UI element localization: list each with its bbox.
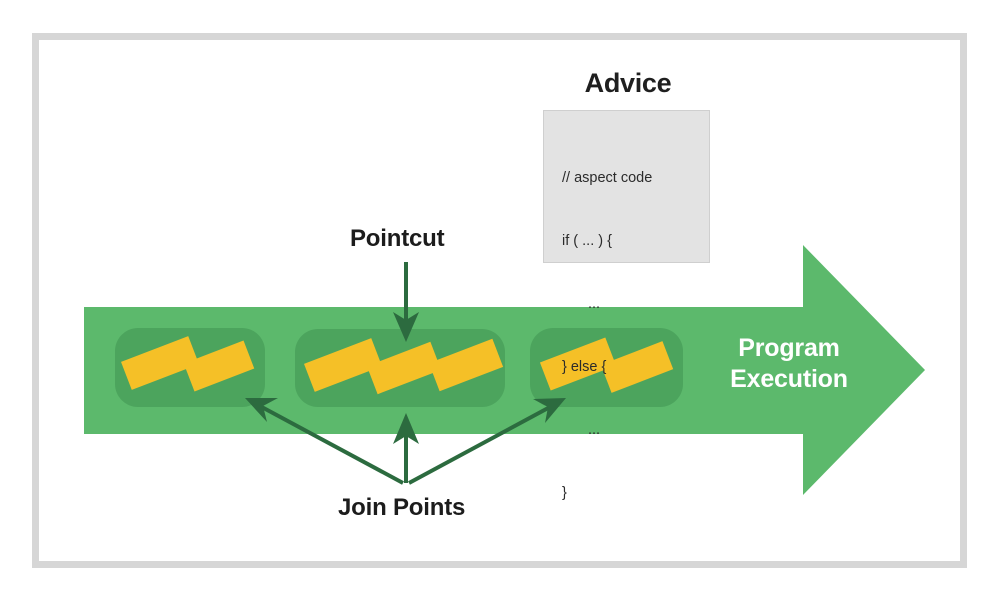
code-line-1: if ( ... ) { — [562, 233, 612, 249]
join-points-arrow-head-left — [245, 398, 278, 422]
code-line-3: } else { — [562, 359, 607, 375]
join-point-bar — [183, 340, 255, 392]
pointcut-arrow — [393, 262, 419, 342]
code-line-2: ... — [588, 296, 601, 312]
advice-heading: Advice — [584, 68, 672, 98]
join-point-bar — [304, 338, 382, 392]
advice-code-box: // aspect code if ( ... ) { ... } else {… — [543, 110, 710, 501]
program-execution-line-2: Execution — [730, 365, 848, 393]
join-points-arrow-head-right — [533, 398, 566, 423]
join-points-label: Join Points — [338, 494, 466, 521]
outer-frame-border — [32, 33, 967, 568]
join-points-arrows — [245, 398, 566, 485]
pointcut-label: Pointcut — [350, 225, 445, 252]
join-point-bars — [121, 336, 674, 395]
program-execution-line-1: Program — [738, 334, 840, 362]
join-point-bar — [121, 336, 199, 390]
join-point-bar — [600, 341, 674, 393]
join-points-arrow-head-middle — [393, 413, 419, 444]
advice-code-text: // aspect code if ( ... ) { ... } else {… — [562, 126, 652, 546]
program-execution-label: Program Execution — [700, 333, 878, 395]
join-point-bar — [539, 337, 617, 391]
join-point-bar — [366, 341, 442, 395]
code-line-5: } — [562, 485, 567, 501]
code-line-0: // aspect code — [562, 170, 653, 186]
code-line-4: ... — [588, 422, 601, 438]
join-point-bar — [428, 338, 504, 392]
join-points-arrow-line-left — [257, 403, 404, 485]
pointcut-arrow-head — [393, 312, 419, 342]
join-points-arrow-line-right — [408, 405, 551, 485]
